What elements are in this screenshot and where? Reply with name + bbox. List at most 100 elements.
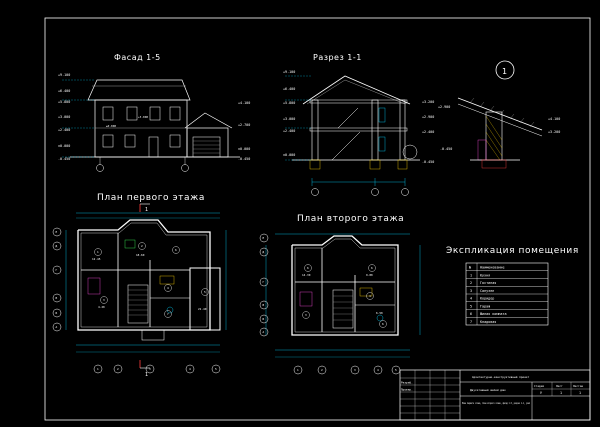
- plan1-areas: 12.45 18.60 4.20 21.40: [92, 253, 207, 311]
- facade-title: Фасад 1-5: [114, 53, 161, 62]
- plan1-axis-letters: Е Д Г В Б А: [52, 227, 62, 332]
- plan1-axis-numbers: 1 2 3 4 5: [93, 364, 221, 374]
- elev-label: +9.100: [58, 73, 70, 77]
- room-number: 6: [175, 248, 177, 252]
- elev-label: -0.450: [440, 147, 452, 151]
- table-cell-num: 5: [470, 304, 472, 308]
- elev-label: +5.800: [58, 100, 70, 104]
- elev-label: -0.450: [238, 157, 250, 161]
- elev-label: +6.400: [58, 89, 70, 93]
- table-cell-num: 2: [470, 281, 472, 285]
- plan2-rooms: 6 6 3 4 6: [302, 264, 387, 328]
- elev-label: +2.400: [58, 128, 70, 132]
- stamp-project: Архитектурно-конструктивный проект: [472, 375, 530, 379]
- table-cell-num: 4: [470, 297, 472, 301]
- elev-label: +3.000: [58, 115, 70, 119]
- table-cell-name: Гостиная: [480, 281, 496, 285]
- axis-label: Д: [56, 244, 58, 248]
- explication-table: [465, 262, 549, 326]
- elev-label: ±0.000: [58, 144, 70, 148]
- plan1-drawing: [65, 203, 227, 369]
- elev-label: -0.450: [58, 157, 70, 161]
- stamp-role-dev: Разраб.: [401, 380, 413, 385]
- room-number: 6: [307, 266, 309, 270]
- axis-label: 4: [189, 367, 191, 371]
- axis-label: Б: [56, 311, 58, 315]
- stamp-col-sheets: Листов: [573, 384, 583, 388]
- facade-elev-left: +9.100 +6.400 +5.800 +3.000 +2.400 ±0.00…: [58, 73, 70, 161]
- stamp-object: Двухэтажный жилой дом: [470, 388, 506, 392]
- node-number: 1: [502, 67, 508, 76]
- axis-label: 2: [321, 368, 323, 372]
- elev-label: ±0.000: [238, 147, 250, 151]
- drawing-frame: [44, 17, 591, 421]
- plan2-axis-letters: Е Д Г В Б А: [259, 233, 269, 337]
- plan2-axis-numbers: 1 2 3 4 5: [293, 365, 401, 375]
- elev-label: +2.900: [422, 115, 434, 119]
- table-cell-num: 1: [470, 273, 472, 277]
- axis-label: А: [263, 330, 265, 334]
- area-label: 6.50: [376, 311, 383, 315]
- area-label: 12.45: [92, 257, 101, 261]
- explication-rows: 1 Кухня 2 Гостиная 3 Санузел 4 Коридор 5…: [470, 273, 507, 324]
- elev-label: +5.800: [283, 101, 295, 105]
- area-label: 21.40: [198, 307, 207, 311]
- facade-drawing: [62, 79, 240, 172]
- axis-label: 1: [97, 367, 99, 371]
- stamp-val-stage: У: [540, 391, 542, 395]
- table-cell-name: Коридор: [480, 297, 494, 301]
- axis-label: Б: [263, 317, 265, 321]
- table-cell-num: 6: [470, 312, 472, 316]
- table-cell-name: Жилая комната: [480, 312, 507, 316]
- room-number: 1: [97, 250, 99, 254]
- cut-label: 1: [145, 372, 148, 378]
- elev-label: +9.100: [283, 70, 295, 74]
- plan2-drawing: [265, 233, 421, 358]
- axis-label: 4: [377, 368, 379, 372]
- axis-label: В: [263, 303, 265, 307]
- elev-label: +2.400: [422, 130, 434, 134]
- table-cell-name: Санузел: [480, 289, 494, 293]
- facade-elev-right: +4.100 +2.700 ±0.000 -0.450: [238, 101, 250, 161]
- stamp-sheet-content: План первого этажа, план второго этажа, …: [462, 401, 530, 405]
- title-block: [399, 369, 591, 421]
- elev-label: +2.900: [438, 105, 450, 109]
- plan2-areas: 14.30 9.80 6.50: [302, 273, 383, 315]
- elev-label: +4.100: [238, 101, 250, 105]
- section-drawing: [285, 75, 420, 196]
- area-label: 18.60: [136, 253, 145, 257]
- area-label: 14.30: [302, 273, 311, 277]
- node-detail: +4.100 +3.200 +2.900 -0.450: [438, 97, 560, 169]
- axis-label: В: [56, 296, 58, 300]
- elev-label: +4.100: [548, 117, 560, 121]
- stamp-col-stage: Стадия: [534, 384, 544, 388]
- plan1-title: План первого этажа: [97, 193, 205, 203]
- stamp-val-sheet: 1: [560, 391, 562, 395]
- axis-label: Д: [263, 250, 265, 254]
- cut-label: 1: [145, 207, 148, 213]
- elev-label: +3.200: [422, 100, 434, 104]
- axis-label: 5: [395, 368, 397, 372]
- plan1-rooms: 1 2 3 4 5 6 7: [94, 242, 209, 318]
- elev-label: -0.450: [422, 160, 434, 164]
- room-number: 6: [382, 322, 384, 326]
- axis-label: 3: [149, 367, 151, 371]
- room-number: 4: [167, 286, 169, 290]
- elev-label: +3.000: [283, 117, 295, 121]
- section-title: Разрез 1-1: [313, 53, 362, 62]
- axis-label: Е: [263, 236, 265, 240]
- elev-label: +2.700: [238, 123, 250, 127]
- axis-label: Г: [263, 280, 265, 284]
- stamp-val-sheets: 1: [579, 391, 581, 395]
- node-marker: 1: [495, 60, 515, 80]
- elev-label: +2.400: [283, 129, 295, 133]
- axis-label: Г: [56, 268, 58, 272]
- table-header-num: №: [469, 266, 472, 270]
- area-label: 4.20: [98, 305, 105, 309]
- table-cell-name: Кухня: [480, 273, 490, 277]
- axis-label: 5: [215, 367, 217, 371]
- facade-labels: +3.000 ±0.000: [106, 115, 148, 128]
- facade-note: +3.000: [138, 115, 148, 119]
- room-number: 3: [103, 298, 105, 302]
